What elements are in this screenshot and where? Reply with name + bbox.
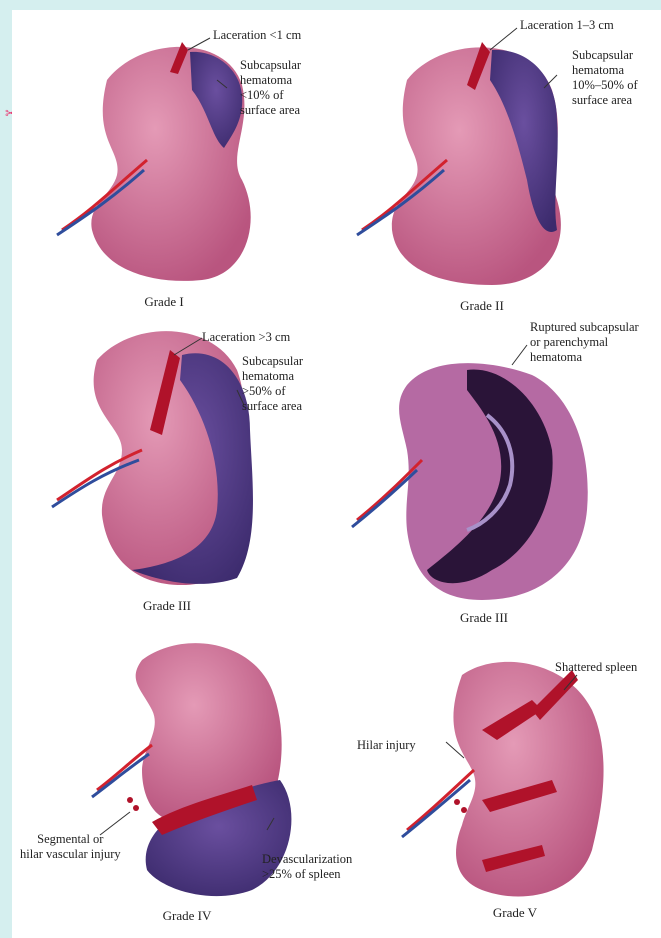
label-hilar-vascular-injury: Segmental or hilar vascular injury xyxy=(20,832,121,862)
label-shattered-spleen: Shattered spleen xyxy=(555,660,637,675)
label-laceration-grade-2: Laceration 1–3 cm xyxy=(520,18,614,33)
caption-grade-3-a: Grade III xyxy=(107,598,227,614)
label-laceration-grade-1: Laceration <1 cm xyxy=(213,28,301,43)
blood-drop xyxy=(133,805,139,811)
spleen-body xyxy=(453,662,603,897)
blood-drop xyxy=(127,797,133,803)
spleen-illustrations xyxy=(12,10,661,938)
spleen-grade-3-rupture xyxy=(352,363,588,600)
label-ruptured-hematoma: Ruptured subcapsular or parenchymal hema… xyxy=(530,320,639,365)
spleen-grade-1 xyxy=(57,42,251,281)
figure-panel: Laceration <1 cm Subcapsular hematoma <1… xyxy=(12,10,661,938)
vein xyxy=(402,780,470,837)
caption-grade-5: Grade V xyxy=(455,905,575,921)
spleen-grade-5 xyxy=(402,662,604,897)
vein xyxy=(92,754,149,797)
label-hematoma-grade-1: Subcapsular hematoma <10% of surface are… xyxy=(240,58,301,118)
caption-grade-1: Grade I xyxy=(104,294,224,310)
spleen-grade-2 xyxy=(357,42,561,285)
spleen-grade-3-laceration xyxy=(52,331,253,585)
label-laceration-grade-3: Laceration >3 cm xyxy=(202,330,290,345)
blood-drop xyxy=(454,799,460,805)
label-devascularization: Devascularization >25% of spleen xyxy=(262,852,352,882)
caption-grade-2: Grade II xyxy=(422,298,542,314)
blood-drop xyxy=(461,807,467,813)
label-hematoma-grade-3: Subcapsular hematoma >50% of surface are… xyxy=(242,354,303,414)
label-hilar-injury: Hilar injury xyxy=(357,738,416,753)
caption-grade-3-b: Grade III xyxy=(424,610,544,626)
caption-grade-4: Grade IV xyxy=(127,908,247,924)
label-hematoma-grade-2: Subcapsular hematoma 10%–50% of surface … xyxy=(572,48,638,108)
